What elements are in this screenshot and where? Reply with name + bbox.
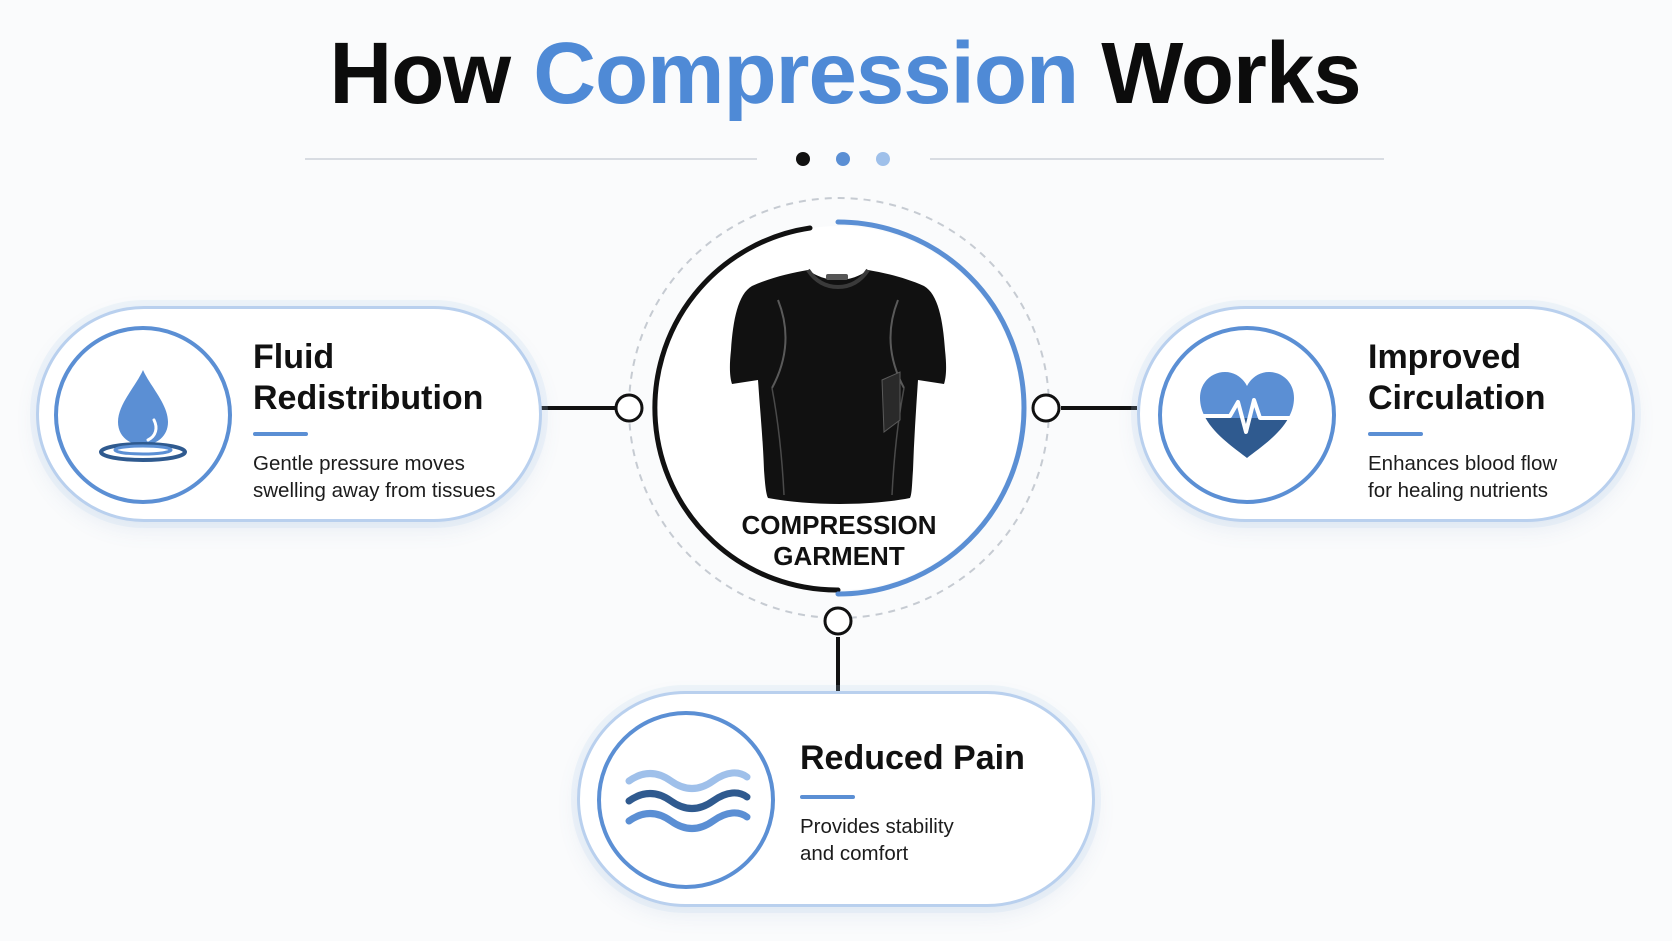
- center-arc-blue: [835, 219, 1027, 597]
- node-left: [614, 393, 644, 423]
- card-fluid-redistribution: Fluid Redistribution Gentle pressure mov…: [36, 306, 542, 522]
- fluid-desc: Gentle pressure moves swelling away from…: [253, 452, 496, 502]
- card-improved-circulation: Improved Circulation Enhances blood flow…: [1137, 306, 1635, 522]
- node-bottom: [823, 606, 853, 636]
- fluid-rule: [253, 432, 308, 436]
- compression-shirt-image: [729, 268, 947, 504]
- page-title: How Compression Works: [0, 26, 1672, 122]
- fluid-title: Fluid Redistribution: [253, 338, 484, 417]
- title-part-1: How: [329, 25, 534, 122]
- circulation-desc: Enhances blood flow for healing nutrient…: [1368, 452, 1558, 502]
- heartbeat-icon: [1198, 372, 1296, 458]
- pain-icon-ring: [597, 711, 775, 889]
- divider-dot-blue: [836, 152, 850, 166]
- pain-desc: Provides stability and comfort: [800, 815, 954, 865]
- waves-icon: [625, 769, 751, 832]
- center-arc-dark: [652, 225, 841, 593]
- water-drop-icon: [99, 370, 187, 462]
- pain-title: Reduced Pain: [800, 739, 1025, 777]
- title-part-2: Works: [1078, 25, 1361, 122]
- divider-dot-light: [876, 152, 890, 166]
- circulation-icon-ring: [1158, 326, 1336, 504]
- circulation-title: Improved Circulation: [1368, 338, 1546, 417]
- center-label: COMPRESSION GARMENT: [741, 510, 937, 572]
- fluid-icon-ring: [54, 326, 232, 504]
- pain-rule: [800, 795, 855, 799]
- circulation-rule: [1368, 432, 1423, 436]
- divider-dot-dark: [796, 152, 810, 166]
- card-reduced-pain: Reduced Pain Provides stability and comf…: [577, 691, 1095, 907]
- title-accent: Compression: [533, 25, 1079, 122]
- node-right: [1031, 393, 1061, 423]
